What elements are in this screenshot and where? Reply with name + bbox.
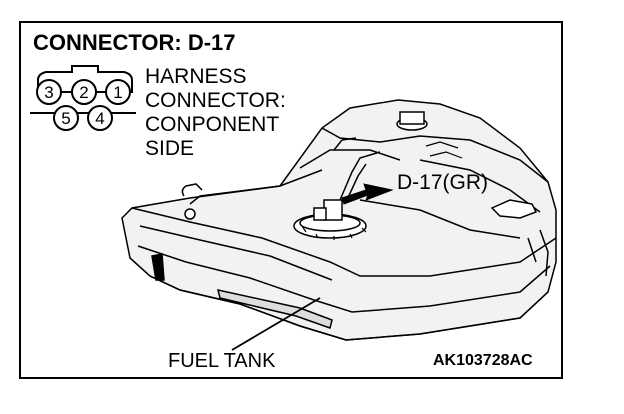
fuel-tank-label: FUEL TANK [168,350,276,372]
connector-title: CONNECTOR: D-17 [33,30,236,55]
connector-callout-arrow [341,183,394,205]
connector-face-icon [30,65,136,131]
legend-line-1: HARNESS [145,65,247,88]
figure-id: AK103728AC [433,352,533,369]
fuel-tank-illustration [121,99,557,341]
pin-5-label: 5 [61,109,70,128]
pin-3-label: 3 [44,83,53,102]
pin-4-label: 4 [95,109,104,128]
connector-callout-label: D-17(GR) [397,171,489,194]
pin-2-label: 2 [79,83,88,102]
pin-1-label: 1 [113,83,122,102]
legend-line-4: SIDE [145,137,195,160]
fuel-tank-leader-line [231,297,321,351]
legend-line-2: CONNECTOR: [145,89,286,112]
diagram-frame [19,21,563,379]
legend-line-3: CONPONENT [145,113,280,136]
